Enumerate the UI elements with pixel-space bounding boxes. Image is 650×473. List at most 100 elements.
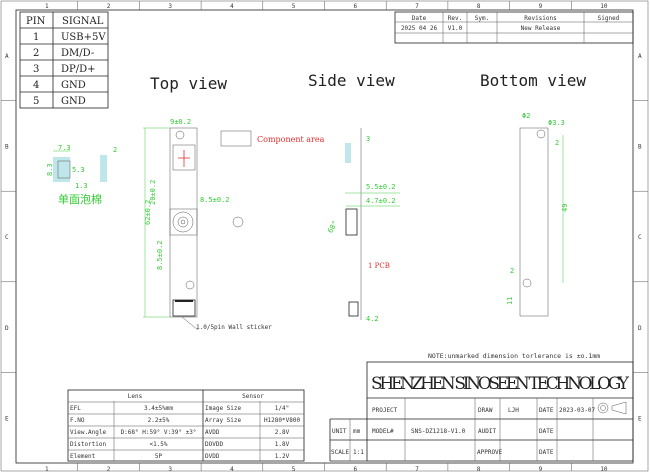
ruler-col-label: 6: [354, 3, 358, 10]
ruler-col-label: 8: [477, 466, 481, 473]
ruler-col-label: 9: [539, 466, 543, 473]
pin-signal: GND: [61, 96, 86, 107]
revision-header: Revisions: [524, 15, 557, 22]
revision-header: Signed: [598, 15, 620, 22]
ruler-col-label: 4: [230, 466, 234, 473]
spec-cell: 2.8V: [275, 429, 290, 436]
side-lens: [345, 208, 358, 236]
spec-cell: Distortion: [70, 441, 107, 448]
ruler-row-label: C: [5, 234, 9, 241]
ruler-col-label: 4: [230, 3, 234, 10]
ruler-row-label: D: [638, 325, 642, 332]
foam-drawing: 7.3 8.3 5.3 1.3 2 单面泡棉: [46, 144, 117, 206]
side-dim-connector: 4.2: [366, 315, 379, 323]
foam-label: 单面泡棉: [58, 192, 102, 206]
pin-signal: USB+5V: [61, 32, 106, 43]
unit-value: mm: [353, 428, 361, 435]
spec-cell: EFL: [70, 405, 81, 412]
component-area-swatch: [220, 130, 252, 147]
side-view: 3 5.5±0.2 4.7±0.2 68° 1 PCB 4.2: [326, 128, 400, 323]
spec-cell: 1.8V: [275, 441, 290, 448]
bottom-dim-hole1: Φ2: [522, 112, 530, 120]
date-label: DATE: [539, 449, 554, 456]
foam-width: 7.3: [58, 144, 71, 152]
ruler-col-label: 2: [107, 3, 111, 10]
pin-signal: DM/D-: [61, 48, 94, 59]
pin-number: 2: [33, 48, 39, 59]
bottom-view: Φ2 Φ3.3 2 49 2 11: [506, 112, 569, 317]
audit-label: AUDIT: [478, 428, 496, 435]
spec-cell: DOVDD: [205, 441, 223, 448]
company-name: SHENZHEN SINOSEEN TECHNOLOGY: [371, 374, 630, 394]
spec-cell: 1/4": [275, 405, 289, 412]
model-value: SNS-DZ1218-V1.0: [411, 428, 466, 435]
ruler-col-label: 1: [45, 466, 49, 473]
ruler-row-label: B: [5, 144, 9, 151]
spec-cell: <1.5%: [149, 441, 167, 448]
ruler-col-label: 7: [415, 3, 419, 10]
revision-cell: V1.0: [448, 25, 463, 32]
revision-table: Date Rev. Sym. Revisions Signed 2025 04 26 V1.…: [394, 11, 634, 44]
spec-cell: DVDD: [205, 453, 220, 460]
dim-width: 9±0.2: [170, 118, 191, 126]
scale-value: 1:1: [353, 449, 364, 456]
ruler-row-label: A: [638, 53, 642, 60]
revision-header: Sym.: [475, 15, 489, 22]
side-dim-d1: 5.5±0.2: [366, 183, 396, 191]
revision-header: Rev.: [448, 15, 462, 22]
side-connector: [348, 301, 359, 317]
side-dim-top: 3: [366, 135, 370, 143]
bottom-dim-edge2: 2: [510, 267, 514, 275]
ruler-col-label: 3: [168, 466, 172, 473]
ruler-col-label: 8: [477, 3, 481, 10]
ruler-row-label: E: [5, 415, 9, 422]
project-label: PROJECT: [372, 407, 398, 414]
ruler-row-label: C: [638, 234, 642, 241]
revision-cell: New Release: [521, 25, 561, 32]
spec-cell: AVDD: [205, 429, 220, 436]
dim-length: 62±0.2: [144, 200, 152, 225]
foam-inner-height: 5.3: [72, 166, 85, 174]
revision-border: [394, 11, 634, 44]
ruler-col-label: 5: [292, 466, 296, 473]
spec-cell: 1.2V: [275, 453, 290, 460]
ruler-col-label: 6: [354, 466, 358, 473]
component-area-label: Component area: [257, 135, 325, 144]
connector-label: 1.0/5pin Wall sticker: [196, 324, 272, 331]
pin-signal: DP/D+: [61, 64, 96, 75]
date-value: 2023-03-07: [559, 407, 596, 414]
unit-label: UNIT: [332, 428, 347, 435]
lens-icon: [172, 211, 194, 233]
spec-cell: Array Size: [205, 417, 242, 424]
sensor-header: Sensor: [242, 393, 264, 400]
ruler-col-label: 5: [292, 3, 296, 10]
ruler-col-label: 10: [600, 466, 608, 473]
foam-gap: 1.3: [75, 182, 88, 190]
dim-lens-bottom: 8.5±0.2: [156, 240, 164, 270]
spec-cell: 3.4±5%mm: [144, 405, 173, 412]
spec-border: [67, 389, 305, 462]
bottom-view-title: Bottom view: [480, 71, 586, 90]
projection-symbol-icon: [611, 401, 627, 415]
side-view-title: Side view: [308, 71, 395, 90]
side-dim-d2: 4.7±0.2: [366, 197, 396, 205]
mount-hole-icon: [522, 278, 532, 288]
spec-cell: 2.2±5%: [148, 417, 170, 424]
top-view-title: Top view: [150, 74, 227, 93]
revision-cell: 2025 04 26: [401, 25, 438, 32]
spec-cell: Element: [70, 453, 96, 460]
signal-header: SIGNAL: [62, 16, 104, 27]
foam-height: 8.3: [46, 163, 54, 176]
pin-number: 5: [33, 96, 39, 107]
projection-symbol-icon: [600, 405, 606, 411]
spec-cell: D:68° H:59° V:39° ±3°: [121, 429, 197, 436]
ruler-col-label: 2: [107, 466, 111, 473]
lens-detail-icon: [232, 216, 244, 228]
ruler-col-label: 7: [415, 466, 419, 473]
ir-led-component: [172, 144, 196, 171]
draw-label: DRAW: [478, 407, 493, 414]
revision-header: Date: [412, 15, 427, 22]
